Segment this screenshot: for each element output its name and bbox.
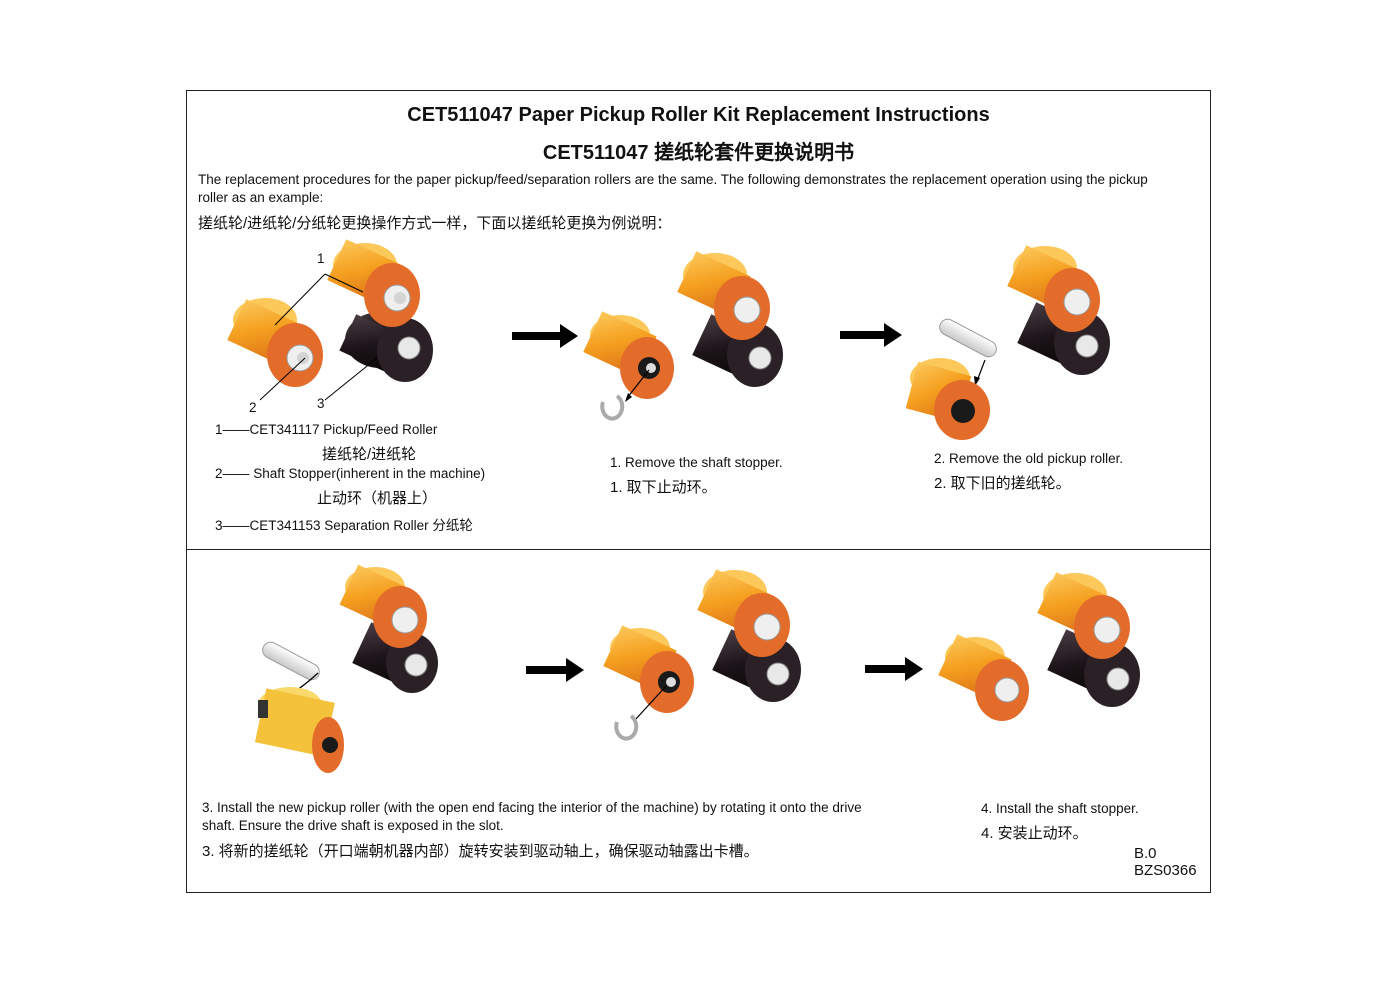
title-english: CET511047 Paper Pickup Roller Kit Replac… — [407, 104, 990, 126]
callout-line-1a — [274, 273, 326, 326]
pickup-roller-left — [227, 298, 323, 387]
step1-label-en: 1. Remove the shaft stopper. — [610, 455, 783, 470]
shaft-stopper-icon — [614, 714, 639, 741]
separation-roller — [1047, 629, 1140, 707]
arrow-right-icon — [840, 323, 902, 347]
step1-diagram — [583, 251, 783, 421]
pickup-roller-left — [583, 311, 674, 399]
parts-overview-diagram — [227, 239, 433, 401]
drive-shaft — [262, 641, 320, 681]
callout-3: 3 — [317, 396, 325, 411]
pickup-roller-top — [1007, 245, 1100, 332]
doc-version: B.0 — [1134, 845, 1157, 862]
legend-item-1-cn: 搓纸轮/进纸轮 — [322, 446, 417, 463]
document-frame — [186, 90, 1211, 893]
step4-label-en: 4. Install the shaft stopper. — [981, 801, 1139, 816]
step4-label-cn: 4. 安装止动环。 — [981, 825, 1088, 842]
new-pickup-roller — [254, 687, 344, 773]
callout-1: 1 — [317, 251, 325, 266]
step3-diagram — [254, 564, 438, 773]
step2-label-en: 2. Remove the old pickup roller. — [934, 451, 1124, 466]
callout-line-2 — [259, 357, 306, 401]
pickup-roller-top — [677, 251, 770, 340]
pickup-roller-top — [327, 239, 420, 327]
legend-item-2-cn: 止动环（机器上） — [317, 490, 438, 507]
step3-label-en-line1: 3. Install the new pickup roller (with t… — [202, 800, 862, 815]
separation-roller — [352, 622, 438, 693]
callout-line-3 — [324, 357, 378, 401]
shaft-stopper-icon — [600, 394, 625, 421]
old-pickup-roller — [905, 358, 990, 440]
arrow-right-icon — [865, 657, 923, 681]
arrow-right-icon — [526, 658, 584, 682]
pickup-roller-left — [938, 634, 1029, 721]
step4-approach-diagram — [603, 569, 801, 741]
callout-line-1b — [324, 273, 364, 293]
pickup-roller-top — [339, 564, 427, 648]
step3-label-en-line2: shaft. Ensure the drive shaft is exposed… — [202, 818, 504, 833]
intro-chinese: 搓纸轮/进纸轮/分纸轮更换操作方式一样，下面以搓纸轮更换为例说明： — [198, 215, 672, 232]
arrow-right-icon — [512, 324, 578, 348]
legend-item-3: 3——CET341153 Separation Roller 分纸轮 — [215, 518, 473, 533]
drive-shaft — [939, 318, 997, 358]
step3-label-cn: 3. 将新的搓纸轮（开口端朝机器内部）旋转安装到驱动轴上，确保驱动轴露出卡槽。 — [202, 843, 759, 860]
step2-label-cn: 2. 取下旧的搓纸轮。 — [934, 475, 1071, 492]
pickup-roller-left — [603, 625, 694, 713]
callout-2: 2 — [249, 400, 257, 415]
legend-item-2: 2—— Shaft Stopper(inherent in the machin… — [215, 466, 486, 481]
step4-final-diagram — [938, 572, 1140, 721]
step1-label-cn: 1. 取下止动环。 — [610, 479, 717, 496]
title-chinese: CET511047 搓纸轮套件更换说明书 — [542, 142, 855, 164]
pickup-roller-top — [697, 569, 790, 657]
doc-code: BZS0366 — [1134, 862, 1197, 879]
step2-diagram — [905, 245, 1110, 440]
pickup-roller-top — [1037, 572, 1130, 659]
section-divider — [186, 549, 1211, 550]
intro-english: The replacement procedures for the paper… — [198, 172, 1148, 205]
legend-item-1: 1——CET341117 Pickup/Feed Roller — [215, 422, 438, 437]
